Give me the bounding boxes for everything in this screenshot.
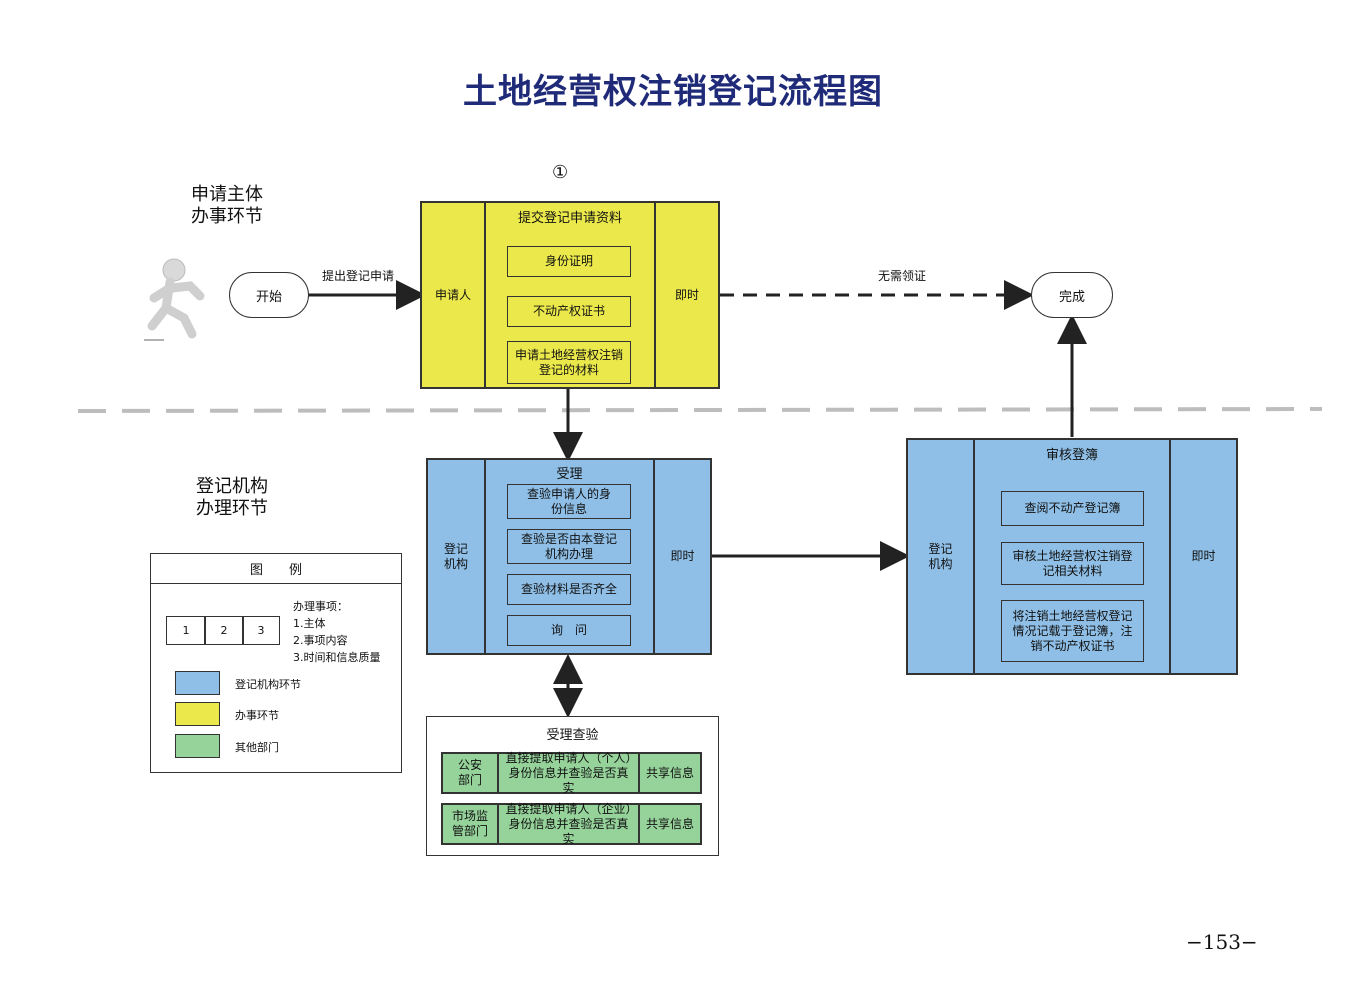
legend-label-other: 其他部门 — [235, 741, 279, 754]
accept-item-identity: 查验申请人的身份信息 — [507, 484, 631, 519]
lane-label-registry-line2: 办理环节 — [196, 498, 268, 519]
accept-item-inquiry: 询 问 — [507, 615, 631, 646]
accept-item-materials: 查验材料是否齐全 — [507, 574, 631, 605]
apply-item-materials: 申请土地经营权注销登记的材料 — [507, 341, 631, 384]
review-item-ledger: 查阅不动产登记簿 — [1001, 491, 1144, 526]
apply-item-certificate: 不动产权证书 — [507, 296, 631, 327]
verify-row2-share: 共享信息 — [638, 803, 702, 845]
apply-actor-cell: 申请人 — [420, 201, 486, 389]
verify-row2-desc: 直接提取申请人（企业）身份信息并查验是否真实 — [497, 802, 640, 846]
legend-cell-1: 1 — [166, 616, 206, 645]
legend-title: 图 例 — [249, 563, 302, 578]
accept-header: 受理 — [556, 467, 583, 482]
running-person-icon — [144, 258, 205, 341]
lane-label-applicant: 申请主体 办事环节 — [168, 184, 286, 228]
lane-label-applicant-line1: 申请主体 — [191, 184, 263, 205]
lane-label-registry-line1: 登记机构 — [196, 476, 268, 497]
review-time-cell: 即时 — [1169, 438, 1238, 675]
legend-desc-line3: 3.时间和信息质量 — [293, 651, 381, 664]
legend-cell-2: 2 — [204, 616, 244, 645]
accept-content-cell — [484, 458, 655, 655]
legend-label-applicant: 办事环节 — [235, 709, 279, 722]
apply-time-cell: 即时 — [654, 201, 720, 389]
apply-header: 提交登记申请资料 — [517, 211, 622, 226]
start-node: 开始 — [229, 272, 309, 318]
page-number: −153− — [1186, 930, 1258, 954]
verify-header: 受理查验 — [546, 728, 599, 743]
apply-item-id: 身份证明 — [507, 246, 631, 277]
review-header: 审核登簿 — [1045, 448, 1098, 463]
verify-row1-share: 共享信息 — [638, 752, 702, 794]
edge-label-no-pickup: 无需领证 — [878, 269, 927, 283]
legend-cell-3: 3 — [242, 616, 280, 645]
lane-label-applicant-line2: 办事环节 — [191, 206, 263, 227]
accept-actor-cell: 登记机构 — [426, 458, 486, 655]
legend-swatch-applicant — [175, 702, 220, 726]
legend-desc-line2: 2.事项内容 — [293, 634, 348, 647]
legend-swatch-registry — [175, 671, 220, 695]
page-title: 土地经营权注销登记流程图 — [463, 72, 883, 112]
review-item-record: 将注销土地经营权登记情况记载于登记簿，注销不动产权证书 — [1001, 600, 1144, 662]
verify-row2-dept: 市场监管部门 — [441, 803, 499, 845]
legend-divider — [150, 583, 402, 584]
accept-item-jurisdiction: 查验是否由本登记机构办理 — [507, 529, 631, 564]
legend-label-registry: 登记机构环节 — [235, 678, 301, 691]
lane-divider — [77, 407, 1323, 413]
step-marker: ① — [552, 162, 569, 183]
accept-time-cell: 即时 — [653, 458, 712, 655]
edge-label-submit: 提出登记申请 — [322, 269, 395, 283]
verify-row1-desc: 直接提取申请人（个人）身份信息并查验是否真实 — [497, 751, 640, 795]
legend-swatch-other — [175, 734, 220, 758]
review-actor-cell: 登记机构 — [906, 438, 975, 675]
verify-row1-dept: 公安部门 — [441, 752, 499, 794]
legend-desc-title: 办理事项： — [293, 600, 348, 613]
legend-desc-line1: 1.主体 — [293, 617, 326, 630]
review-item-audit: 审核土地经营权注销登记相关材料 — [1001, 542, 1144, 585]
lane-label-registry: 登记机构 办理环节 — [172, 476, 292, 520]
finish-node: 完成 — [1031, 272, 1113, 318]
